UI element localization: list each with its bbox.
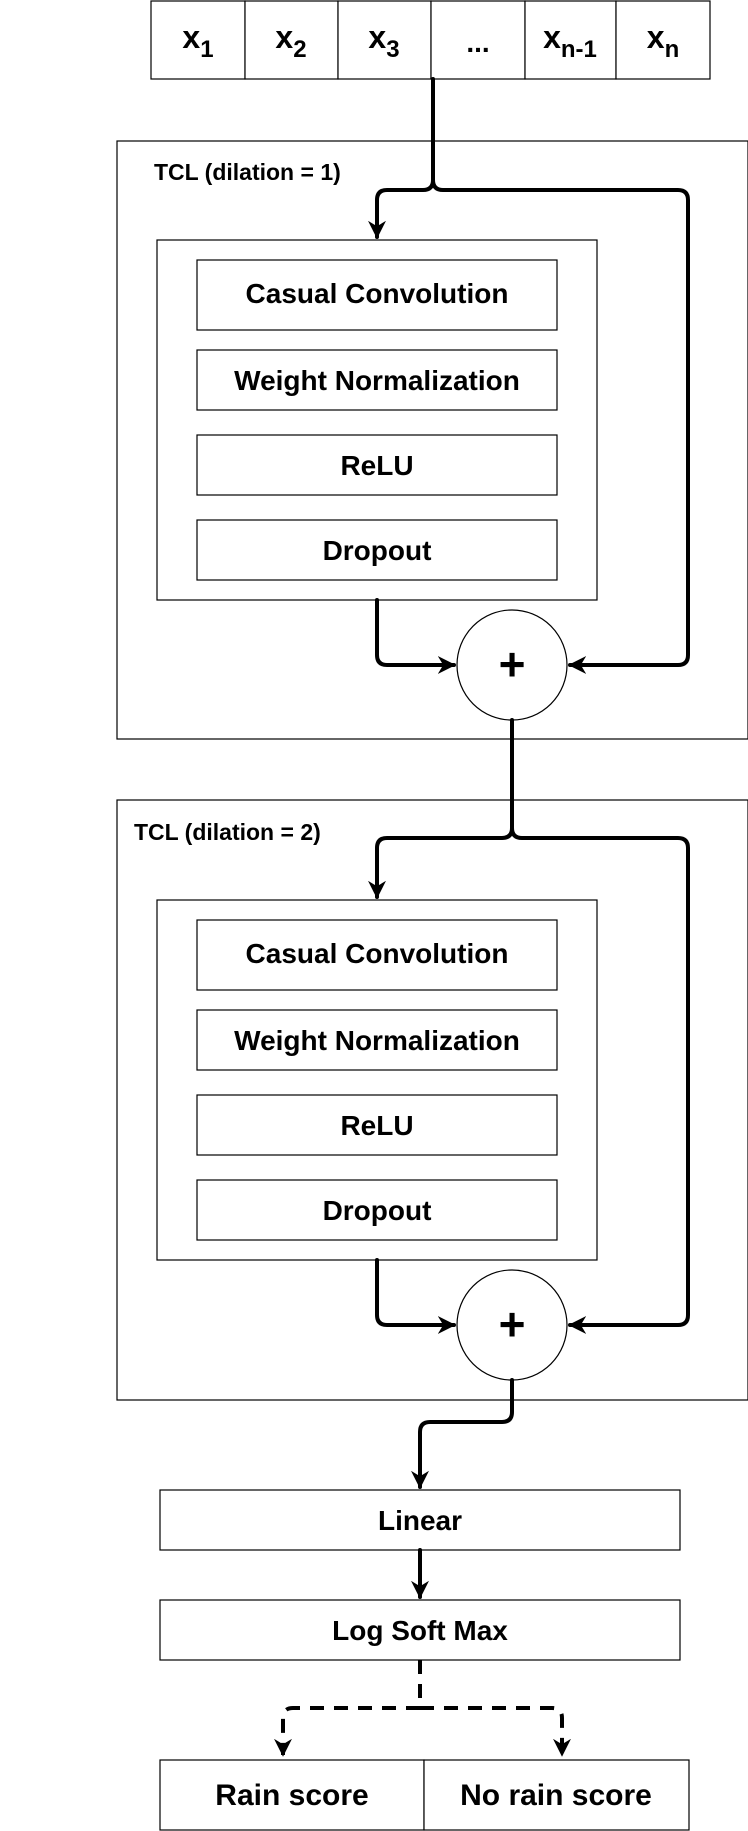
tcl-block-1-layer-relu-label: ReLU bbox=[340, 450, 413, 481]
tcl-block-1-layer-casual-convolution-label: Casual Convolution bbox=[246, 278, 509, 309]
tcl-block-1-layer-casual-convolution bbox=[196, 259, 558, 331]
tcl-block-1-title: TCL (dilation = 1) bbox=[154, 159, 341, 185]
tcl-block-1-layer-dropout-label: Dropout bbox=[323, 535, 432, 566]
block-1-stack-to-sum-connector bbox=[375, 598, 456, 674]
input-cell-n-minus-1 bbox=[524, 0, 617, 80]
tcl-block-2-layer-dropout bbox=[196, 1179, 558, 1241]
input-cell-2-label: x2 bbox=[275, 19, 306, 63]
input-sequence: x1 x2 x3 ... xn-1 xn bbox=[150, 0, 711, 80]
tcl-block-2-layer-dropout-label: Dropout bbox=[323, 1195, 432, 1226]
no-rain-score-label: No rain score bbox=[460, 1779, 652, 1812]
tcl-block-1-layer-weight-normalization-label: Weight Normalization bbox=[234, 365, 520, 396]
no-rain-score-box bbox=[423, 1759, 690, 1831]
input-cell-3-label: x3 bbox=[368, 19, 399, 63]
no-rain-score-dashed-connector bbox=[420, 1706, 571, 1757]
input-cell-n-minus-1-label: xn-1 bbox=[543, 19, 597, 63]
tcl-block-2-layer-weight-normalization-label: Weight Normalization bbox=[234, 1025, 520, 1056]
tcl-block-1-layer-dropout bbox=[196, 519, 558, 581]
input-cell-2 bbox=[244, 0, 339, 80]
rain-score-label: Rain score bbox=[215, 1779, 368, 1812]
block-2-to-linear-connector bbox=[411, 1378, 514, 1489]
tcl-block-2-layer-relu-label: ReLU bbox=[340, 1110, 413, 1141]
input-cell-n bbox=[615, 0, 711, 80]
output-head: Linear Log Soft Max bbox=[159, 1489, 681, 1661]
log-softmax-layer bbox=[159, 1599, 681, 1661]
input-cell-1 bbox=[150, 0, 246, 80]
tcl-block-1-sum-symbol: + bbox=[499, 638, 526, 690]
linear-layer-label: Linear bbox=[378, 1505, 462, 1536]
block-1-residual-connector bbox=[431, 178, 690, 674]
block-2-residual-connector bbox=[510, 826, 690, 1334]
rain-score-dashed-connector bbox=[274, 1706, 420, 1757]
input-cell-1-label: x1 bbox=[182, 19, 213, 63]
tcl-block-2-layer-casual-convolution-label: Casual Convolution bbox=[246, 938, 509, 969]
tcl-block-2-layer-relu bbox=[196, 1094, 558, 1156]
output-scores: Rain score No rain score bbox=[159, 1759, 690, 1831]
input-cell-ellipsis-label: ... bbox=[466, 27, 489, 58]
connectors bbox=[274, 77, 690, 1757]
tcl-block-1-layer-weight-normalization bbox=[196, 349, 558, 411]
input-cell-ellipsis bbox=[430, 0, 526, 80]
tcl-block-2-title: TCL (dilation = 2) bbox=[134, 819, 321, 845]
tcl-block-1: TCL (dilation = 1) Casual Convolution We… bbox=[116, 140, 748, 740]
linear-layer bbox=[159, 1489, 681, 1551]
tcl-block-2-layer-weight-normalization bbox=[196, 1009, 558, 1071]
input-cell-3 bbox=[337, 0, 432, 80]
tcl-block-2-sum-symbol: + bbox=[499, 1298, 526, 1350]
tcl-block-1-layer-relu bbox=[196, 434, 558, 496]
input-cell-n-label: xn bbox=[647, 19, 679, 63]
log-softmax-layer-label: Log Soft Max bbox=[332, 1615, 508, 1646]
tcl-block-2-layer-casual-convolution bbox=[196, 919, 558, 991]
block-2-stack-to-sum-connector bbox=[375, 1258, 456, 1334]
tcl-block-2: TCL (dilation = 2) Casual Convolution We… bbox=[116, 799, 748, 1401]
